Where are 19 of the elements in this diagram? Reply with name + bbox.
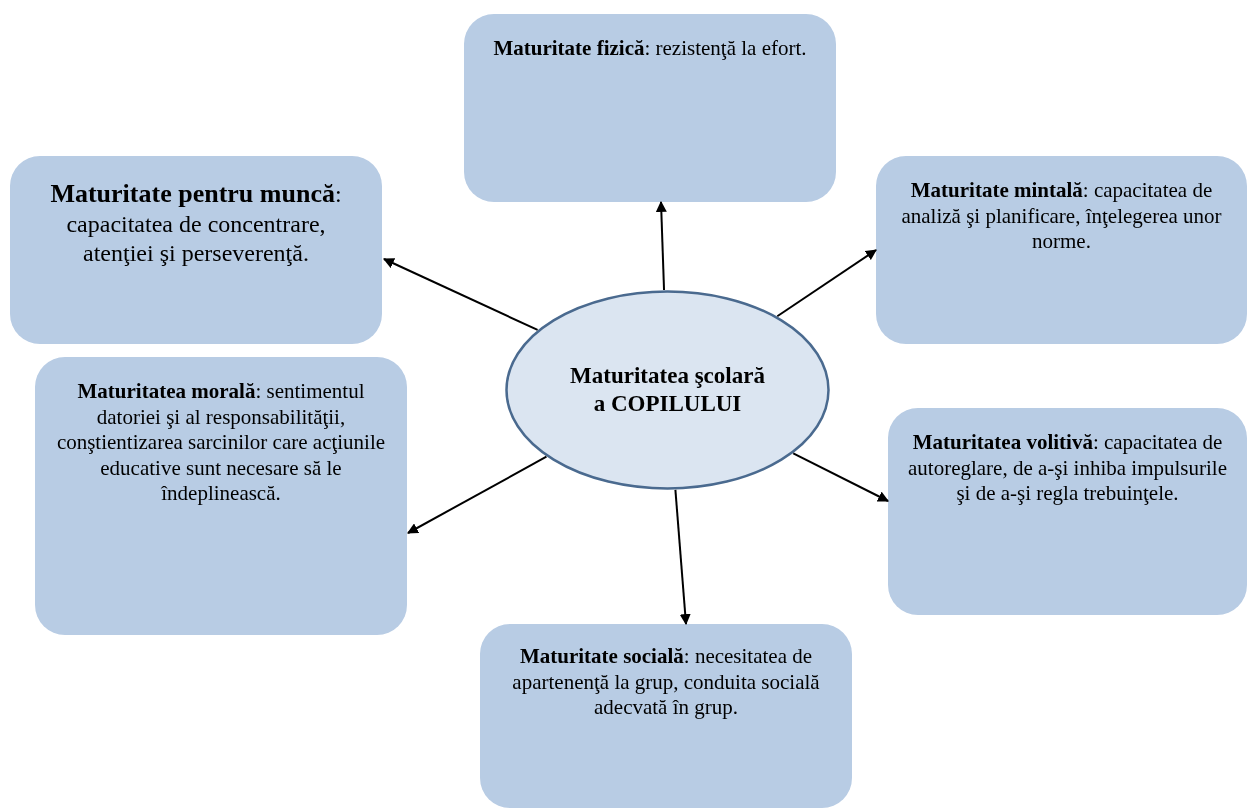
box-text: Maturitate socială: necesitatea de apartenenţă la grup, conduita socială adecvată în grup. (511, 644, 821, 721)
rounded-box (10, 156, 382, 344)
arrow (383, 258, 539, 331)
arrow (655, 200, 667, 291)
rounded-box (35, 357, 407, 635)
box-text: Maturitatea morală: sentimentul datoriei şi al responsabilităţii, conştientizarea sarcinilor care acţiunile educative sunt necesare să le îndeplinească. (55, 379, 387, 508)
arrow (674, 488, 691, 626)
rounded-box (876, 156, 1247, 344)
box-text: Maturitate fizică: rezistenţă la efort. (493, 36, 807, 62)
arrow (776, 249, 877, 318)
rounded-box (888, 408, 1247, 615)
rounded-box (464, 14, 836, 202)
ellipse-label: Maturitatea şcolară a COPILULUI (569, 361, 766, 418)
arrow (407, 455, 548, 534)
box-text: Maturitate mintală: capacitatea de analiză şi planificare, înţelegerea unor norme. (900, 178, 1223, 255)
arrow (792, 452, 889, 502)
box-text: Maturitatea volitivă: capacitatea de autoreglare, de a-şi inhiba impulsurile şi de a-şi regla trebuinţele. (907, 430, 1228, 507)
rounded-box (480, 624, 852, 808)
box-text: Maturitate pentru muncă: capacitatea de concentrare, atenţiei şi perseverenţă. (49, 178, 343, 268)
